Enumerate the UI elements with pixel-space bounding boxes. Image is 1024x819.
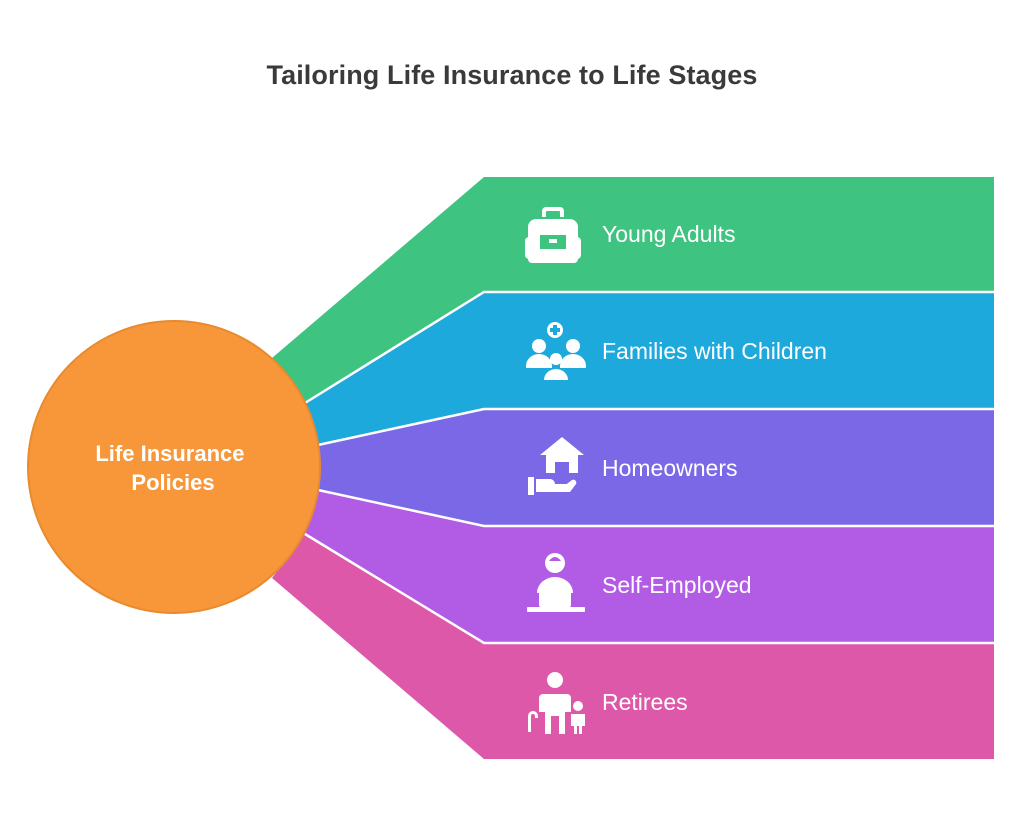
stage-label-families-with-children: Families with Children [602, 338, 827, 364]
hub-label-line-1: Life Insurance [95, 441, 244, 466]
hub-label: Life Insurance Policies [95, 441, 250, 495]
stage-label-young-adults: Young Adults [602, 221, 735, 247]
stage-band-homeowners [318, 409, 994, 526]
stage-band-self-employed [305, 490, 994, 643]
home-in-hand-icon [528, 437, 584, 495]
stage-band-families-with-children [305, 292, 994, 445]
stage-band-retirees [272, 534, 994, 759]
hub-circle [27, 320, 321, 614]
family-icon [526, 322, 586, 380]
elder-with-child-icon [528, 672, 585, 734]
diagram-title: Tailoring Life Insurance to Life Stages [266, 60, 758, 90]
stage-band-young-adults [272, 177, 994, 403]
band-separators [304, 290, 994, 645]
person-at-laptop-icon [527, 553, 585, 612]
stage-label-self-employed: Self-Employed [602, 572, 752, 598]
hub-label-line-2: Policies [131, 470, 214, 495]
stage-label-homeowners: Homeowners [602, 455, 738, 481]
stage-label-retirees: Retirees [602, 689, 688, 715]
backpack-icon [525, 207, 581, 263]
